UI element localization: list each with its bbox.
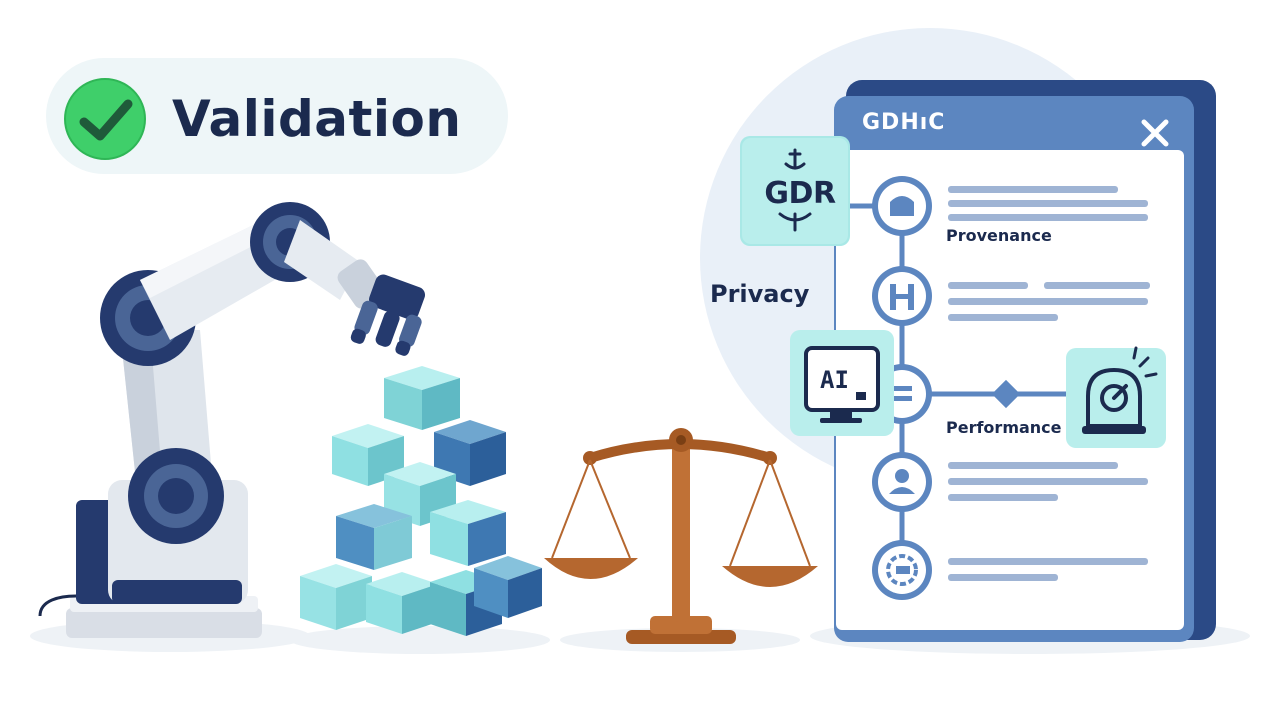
performance-badge <box>1066 346 1166 448</box>
balance-scale <box>544 428 818 644</box>
window-title: GDHıC <box>862 110 946 135</box>
gdpr-badge <box>740 136 850 246</box>
cubes-shadow <box>290 626 550 654</box>
validation-title: Validation <box>172 90 462 148</box>
ai-badge-text: AI <box>820 366 849 394</box>
gdpr-badge-text: GDR <box>764 176 836 211</box>
check-circle-icon <box>64 78 146 160</box>
close-icon[interactable] <box>1138 116 1172 150</box>
performance-label: Performance <box>946 418 1062 437</box>
robot-arm <box>38 202 426 638</box>
provenance-label: Provenance <box>946 226 1052 245</box>
cube-stack <box>300 366 542 636</box>
privacy-label: Privacy <box>710 280 810 308</box>
ai-badge <box>790 330 894 436</box>
document-window <box>834 80 1216 642</box>
